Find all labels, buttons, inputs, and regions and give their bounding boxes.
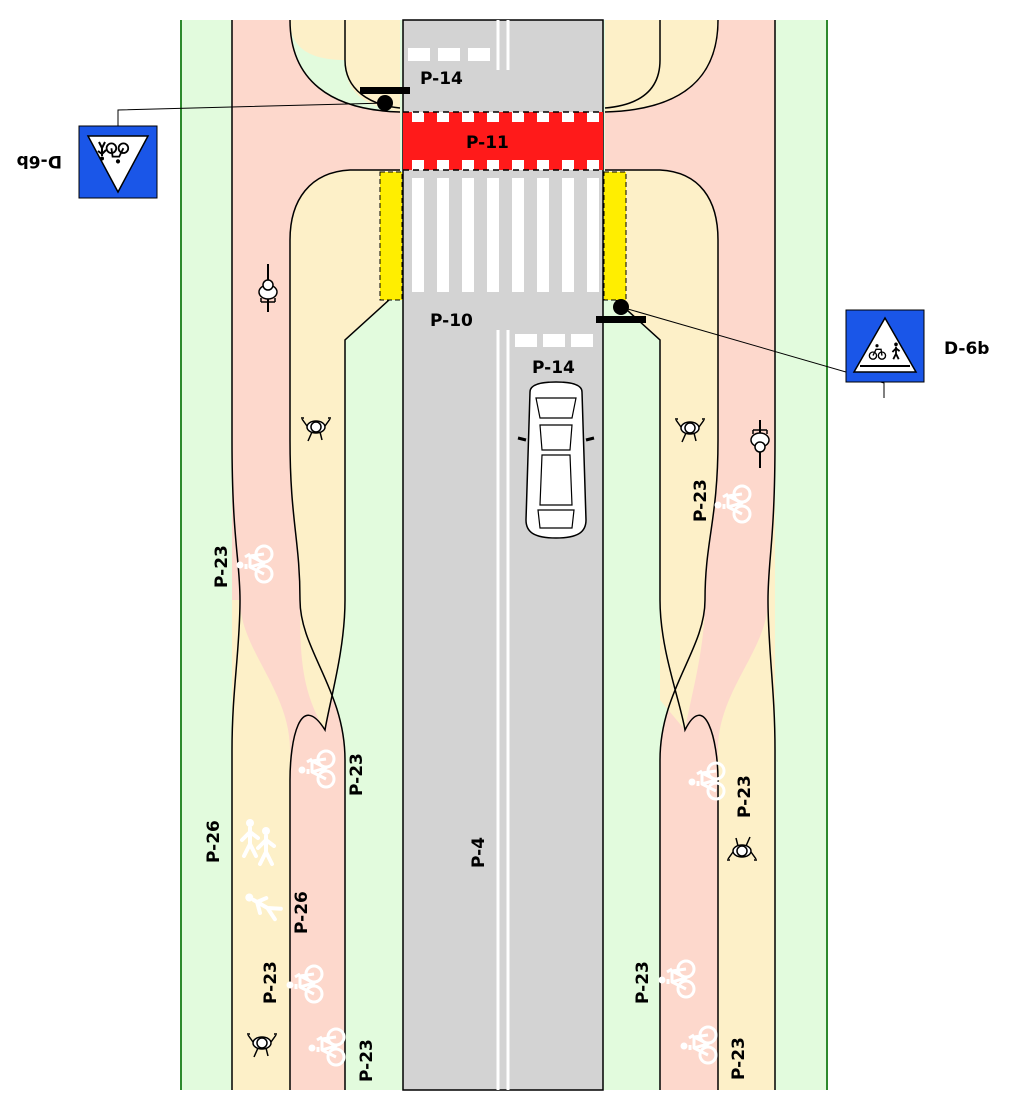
label-p4: P-4 (469, 837, 489, 868)
label-p23-g: P-23 (633, 961, 653, 1004)
p14-mid-blocks (515, 334, 593, 347)
right-d6b-sign (845, 309, 925, 383)
label-p10: P-10 (430, 311, 473, 331)
left-bike-connector (290, 20, 400, 240)
right-bike-path (660, 20, 775, 1090)
label-p23-e: P-23 (691, 479, 711, 522)
label-p23-d: P-23 (357, 1039, 377, 1082)
label-p23-b: P-23 (347, 753, 367, 796)
right-sidewalk-top (605, 20, 718, 112)
label-p11: P-11 (466, 133, 509, 153)
right-sign-code: D-6b (944, 339, 989, 359)
car-icon (517, 381, 595, 539)
p10-zebra-crossing (412, 178, 599, 292)
label-p23-c: P-23 (261, 961, 281, 1004)
left-bike-path-upper (232, 20, 290, 240)
p14-top-blocks (408, 48, 490, 61)
label-p23-a: P-23 (212, 545, 232, 588)
label-p26-a: P-26 (204, 820, 224, 863)
p11-bike-crossing (403, 111, 603, 171)
tactile-strips (379, 171, 627, 301)
path-outlines (231, 19, 776, 1090)
label-p23-h: P-23 (729, 1037, 749, 1080)
left-sidewalk-top-corner (290, 20, 345, 60)
left-sign-code: D-6b (17, 151, 62, 171)
label-p26-b: P-26 (292, 891, 312, 934)
right-bike-connector (605, 20, 775, 240)
right-sidewalk (605, 170, 718, 730)
label-p14-mid: P-14 (532, 358, 575, 378)
left-d6b-sign (78, 125, 158, 199)
label-p23-f: P-23 (735, 775, 755, 818)
left-sign-post (117, 87, 410, 128)
right-sign-post (596, 299, 885, 398)
label-p14-top: P-14 (420, 69, 463, 89)
